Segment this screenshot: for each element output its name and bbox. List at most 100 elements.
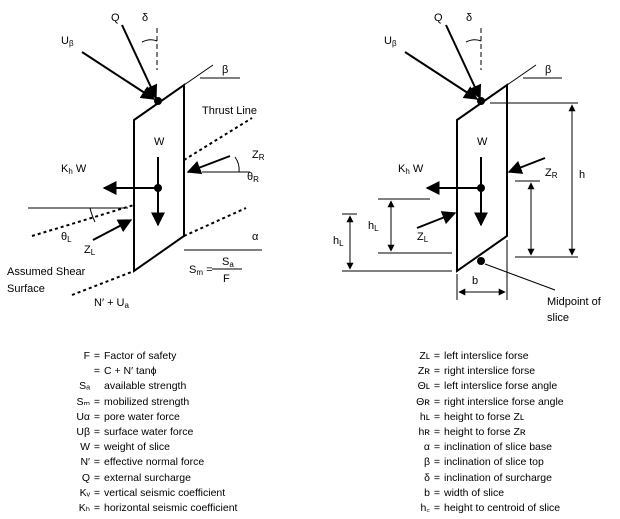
legend-row: N′=effective normal force — [64, 455, 237, 470]
left-khw-label: Kh W — [61, 163, 87, 176]
legend-row: Kₕ=horizontal seismic coefficient — [64, 501, 238, 516]
legend-equals: = — [93, 441, 101, 454]
legend-definition: vertical seismic coefficient — [104, 486, 226, 499]
legend-equals: = — [93, 456, 101, 469]
left-top-extension — [183, 64, 214, 86]
legend-symbol: α — [423, 441, 430, 454]
left-thetar-arc — [234, 156, 240, 173]
legend-equals: = — [433, 410, 441, 423]
legend-equals: = — [433, 350, 441, 362]
left-thetar-label: θR — [247, 171, 259, 184]
legend-equals: = — [433, 486, 441, 499]
left-thrust-upper — [183, 117, 253, 161]
legend-row: b=width of slice — [408, 486, 564, 501]
legend-definition: right interslice forse — [444, 365, 536, 378]
legend-symbol: hʀ — [418, 426, 430, 439]
left-thrust-lower — [31, 204, 135, 237]
right-h-label: h — [579, 169, 585, 181]
right-midpoint-label-2: slice — [547, 312, 569, 324]
legend-row: Q=external surcharge — [64, 471, 237, 486]
legend-symbol: δ — [424, 471, 430, 484]
legend-row: h꜀=height to centroid of slice — [408, 501, 564, 516]
legend-equals: = — [93, 350, 101, 362]
legend-symbol: Uβ — [76, 426, 90, 439]
right-q-label: Q — [434, 12, 443, 24]
legend-row: δ=inclination of surcharge — [408, 471, 564, 486]
right-zr-label: ZR — [545, 167, 558, 180]
right-zl-arrow — [416, 211, 457, 229]
legend-equals: = — [433, 441, 441, 454]
legend-row: β=inclination of slice top — [408, 455, 564, 470]
legend-row: Zʀ=right interslice forse — [408, 364, 564, 379]
legend-definition: left interslice forse angle — [444, 380, 558, 393]
right-u-arrow — [404, 51, 479, 100]
right-delta-arc — [465, 39, 482, 43]
right-top-point — [477, 97, 485, 105]
left-u-label: Uβ — [61, 35, 74, 48]
right-midpoint — [477, 257, 485, 265]
left-shear-lower — [71, 270, 135, 296]
right-w-label: W — [477, 136, 488, 148]
legend-equals: = — [433, 426, 441, 439]
legend-definition: inclination of slice top — [444, 456, 544, 469]
left-slice-diagram: Q δ Uβ β Thrust Line W Kh W ZR θR θL ZL … — [7, 12, 265, 310]
legend-definition: available strength — [104, 380, 187, 393]
legend-row: hʟ=height to forse Zʟ — [408, 410, 564, 425]
legend-definition: left interslice forse — [444, 350, 529, 362]
legend-row: Θʀ=right interslice forse angle — [408, 395, 564, 410]
right-u-label: Uβ — [384, 35, 397, 48]
left-delta-arc — [141, 39, 158, 43]
left-shear-upper — [183, 207, 247, 237]
right-zl-label: ZL — [417, 231, 429, 244]
right-hl1-label: hL — [333, 235, 344, 248]
right-slice-diagram: Q δ Uβ β W Kh W ZR h hL hL ZL b Midpoint… — [333, 12, 602, 324]
legend-definition: right interslice forse angle — [444, 395, 564, 408]
right-b-label: b — [472, 275, 478, 287]
right-khw-label: Kh W — [398, 163, 424, 176]
legend-definition: Factor of safety — [104, 350, 177, 362]
legend-symbol: F — [83, 350, 90, 362]
legend-definition: width of slice — [444, 486, 505, 499]
legend-definition: height to centroid of slice — [444, 502, 561, 515]
legend-definition: pore water force — [104, 410, 180, 423]
legend-definition: height to forse Zʀ — [444, 426, 526, 439]
legend-row: hʀ=height to forse Zʀ — [408, 425, 564, 440]
legend-symbol: β — [423, 456, 430, 469]
legend-symbol: Kₕ — [78, 502, 90, 515]
left-zl-arrow — [92, 219, 133, 241]
legend-equals: = — [93, 395, 101, 408]
left-assumed-shear-label-1: Assumed Shear — [7, 266, 86, 278]
legend-definition: weight of slice — [104, 441, 170, 454]
right-midpoint-leader — [484, 263, 556, 291]
legend-row: =C + N′ tanϕ — [64, 364, 237, 379]
legend-equals: = — [93, 502, 101, 515]
legend-row: W=weight of slice — [64, 440, 237, 455]
legend-definition: external surcharge — [104, 471, 191, 484]
right-zr-arrow — [507, 157, 546, 174]
legend-symbol: Uα — [76, 410, 90, 423]
right-midpoint-label-1: Midpoint of — [547, 296, 602, 308]
legend-symbol: Θʟ — [417, 380, 430, 393]
right-beta-label: β — [545, 64, 551, 76]
left-q-label: Q — [111, 12, 120, 24]
left-w-label: W — [154, 136, 165, 148]
left-assumed-shear-label-2: Surface — [7, 283, 45, 295]
legend-symbol: N′ — [80, 456, 90, 469]
left-zl-label: ZL — [84, 244, 96, 257]
legend-equals: = — [433, 502, 441, 515]
legend-equals: = — [93, 410, 101, 423]
legend-definition: effective normal force — [104, 456, 205, 469]
legend-row: Sₘ=mobilized strength — [64, 395, 237, 410]
legend-symbol: Θʀ — [416, 395, 430, 408]
legend-equals: = — [433, 380, 441, 393]
left-thrust-line-label: Thrust Line — [202, 105, 257, 117]
left-normal-label: N′ + Ua — [94, 297, 130, 310]
left-sm-label: Sm = — [189, 264, 213, 277]
left-beta-label: β — [222, 64, 228, 76]
legend-equals: = — [93, 471, 101, 484]
legend-equals: = — [433, 456, 441, 469]
